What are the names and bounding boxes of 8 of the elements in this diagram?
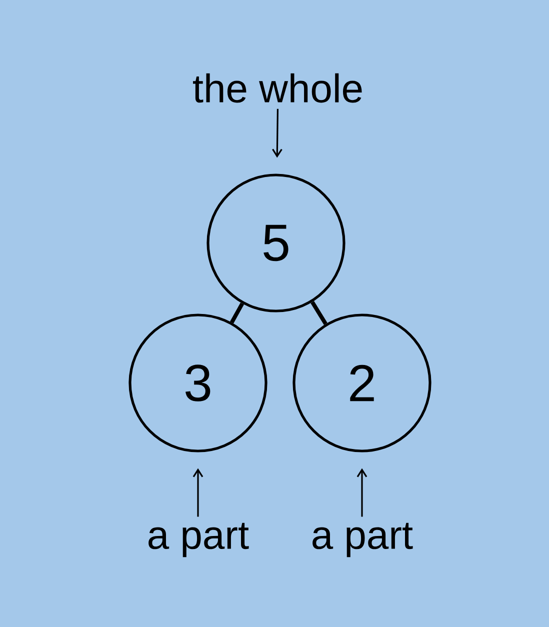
- label-text: the whole: [193, 73, 362, 103]
- connector-line: [310, 301, 328, 325]
- arrow: [272, 108, 282, 158]
- label-text: a part: [312, 522, 413, 558]
- arrow: [356, 468, 368, 517]
- label-text: a part: [148, 522, 249, 558]
- arrow: [192, 468, 204, 517]
- connector-line: [230, 302, 244, 324]
